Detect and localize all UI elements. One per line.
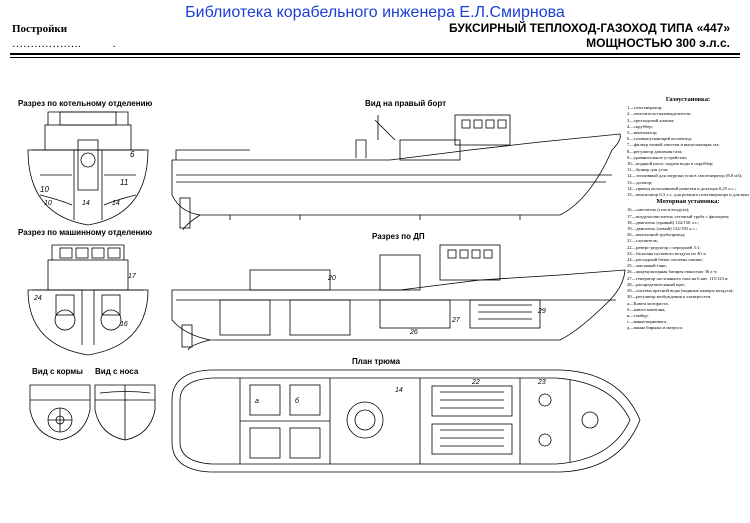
legend-item: 25—масляный танк;	[627, 263, 667, 269]
legend-item: 1—газогенератор;	[627, 105, 663, 111]
legend-item: 19—двигатель (левый) 122/150 л.с.;	[627, 226, 697, 232]
legend-item: 26—аккумуляторная батарея емкостью 36 а·…	[627, 269, 718, 275]
legend-item: в—тамбур,	[627, 312, 649, 318]
legend-item: 30—регулятор возбуждения к электросети.	[627, 294, 712, 300]
svg-text:14: 14	[82, 200, 90, 207]
legend-engine-list: 16—смеситель (газа и воздуха);17—воздухо…	[627, 207, 749, 300]
boiler-section-drawing: 10 11 6 10 14 14	[27, 111, 149, 226]
svg-text:22: 22	[471, 379, 480, 386]
legend-item: 11—бункер для угля;	[627, 167, 669, 173]
legend-item: 24—расходный бачок системы смазки;	[627, 257, 703, 263]
svg-text:10: 10	[40, 185, 49, 194]
hold-plan-drawing: а б 14 22 23	[171, 369, 641, 473]
builder-dots-text: ……………….	[12, 38, 81, 50]
svg-text:б: б	[295, 397, 300, 405]
svg-text:11: 11	[120, 178, 128, 187]
bow-view-drawing	[94, 384, 156, 441]
svg-text:27: 27	[451, 317, 461, 324]
legend-item: а—Каюта моториста,	[627, 300, 669, 306]
label-dp-section: Разрез по ДП	[372, 232, 425, 241]
builder-dots: ………………..	[12, 38, 116, 50]
vessel-title-line2: МОЩНОСТЬЮ 300 э.л.с.	[586, 36, 730, 50]
svg-text:14: 14	[112, 200, 120, 207]
svg-text:24: 24	[33, 295, 42, 302]
library-title: Библиотека корабельного инженера Е.Л.Сми…	[185, 4, 565, 21]
legend-item: 23—баллоны пускового воздуха по 40 л;	[627, 250, 707, 256]
legend-item: 20—выхлопной трубопровод;	[627, 232, 686, 238]
legend-item: б—каюта капитана,	[627, 306, 666, 312]
label-engine-section: Разрез по машинному отделению	[18, 228, 153, 237]
header-rule-thin	[10, 57, 740, 58]
vessel-title: БУКСИРНЫЙ ТЕПЛОХОД-ГАЗОХОД ТИПА «447» МО…	[449, 21, 730, 51]
legend-item: 15—вентилятор 0,3 л.с. для розжига газог…	[627, 192, 749, 198]
svg-text:17: 17	[128, 273, 137, 280]
label-bow-view: Вид с носа	[95, 367, 139, 376]
legend-item: 12—топливный для загрузки угля в газоген…	[627, 173, 743, 179]
svg-text:10: 10	[44, 200, 52, 207]
legend-item: 27—генератор постоянного тока на 6 квт, …	[627, 275, 729, 281]
svg-text:6: 6	[130, 150, 135, 159]
legend-item: д—ванна бирыжа и матроса.	[627, 325, 684, 331]
vessel-title-line1: БУКСИРНЫЙ ТЕПЛОХОД-ГАЗОХОД ТИПА «447»	[449, 21, 730, 35]
label-starboard-view: Вид на правый борт	[365, 99, 447, 108]
legend-item: 9—уравнительное устройство;	[627, 154, 688, 160]
legend-item: 6—газовыпускающий коллектор;	[627, 136, 693, 142]
svg-text:16: 16	[120, 321, 128, 328]
legend-item: г—ванна-кормового,	[627, 319, 668, 325]
legend: Газоустановка: 1—газогенератор;2—очистит…	[627, 96, 749, 332]
legend-item: 2—очиститель-пылевыделитель;	[627, 111, 692, 117]
svg-text:14: 14	[395, 387, 403, 394]
svg-text:26: 26	[409, 329, 418, 336]
starboard-view-drawing	[171, 114, 621, 231]
header-rule	[10, 53, 740, 55]
legend-item: 29—система пресной воды (водяные камеры …	[627, 288, 734, 294]
legend-item: 5—вентилятор;	[627, 130, 658, 136]
label-boiler-section: Разрез по котельному отделению	[18, 99, 153, 108]
legend-gas-list: 1—газогенератор;2—очиститель-пылевыделит…	[627, 105, 749, 198]
dot-mark: .	[112, 38, 116, 50]
legend-item: 10—водяной насос подачи воды в скруббер;	[627, 161, 714, 167]
dp-section-drawing: 20 27 29 26	[171, 244, 626, 351]
legend-item: 16—смеситель (газа и воздуха);	[627, 207, 690, 213]
builder-label: Постройки	[12, 23, 68, 35]
svg-text:23: 23	[537, 379, 546, 386]
legend-item: 7—фильтр тонкой очистки и выпускающая га…	[627, 142, 720, 148]
legend-item: 4—скруббер;	[627, 123, 653, 129]
label-hold-plan: План трюма	[352, 357, 401, 366]
legend-item: 22—реверс-редуктор с передачей 3:1;	[627, 244, 701, 250]
legend-item: 18—двигатель (правый) 122/150 л.с.;	[627, 219, 700, 225]
legend-item: 13—дозатор;	[627, 179, 653, 185]
legend-item: 28—распределительный щит;	[627, 281, 686, 287]
engine-section-drawing: 17 24 16	[27, 244, 149, 356]
legend-item: 17—воздухоочиститель сетчатый труба с фи…	[627, 213, 730, 219]
legend-item: 3—трехходовой клапан;	[627, 117, 675, 123]
legend-item: 8—регулятор давления газа;	[627, 148, 683, 154]
svg-text:а: а	[255, 398, 259, 405]
legend-gas-heading: Газоустановка:	[665, 96, 711, 103]
legend-item: 14—привод колосниковой решетки и дозатор…	[627, 185, 736, 191]
stern-view-drawing	[29, 384, 91, 441]
legend-rooms-list: а—Каюта моториста,б—каюта капитана,в—там…	[627, 301, 749, 332]
legend-item: 21—глушитель;	[627, 238, 659, 244]
legend-engine-heading: Моторная установка:	[656, 198, 720, 206]
svg-text:20: 20	[327, 275, 336, 282]
label-stern-view: Вид с кормы	[32, 367, 83, 376]
svg-text:29: 29	[537, 308, 546, 315]
